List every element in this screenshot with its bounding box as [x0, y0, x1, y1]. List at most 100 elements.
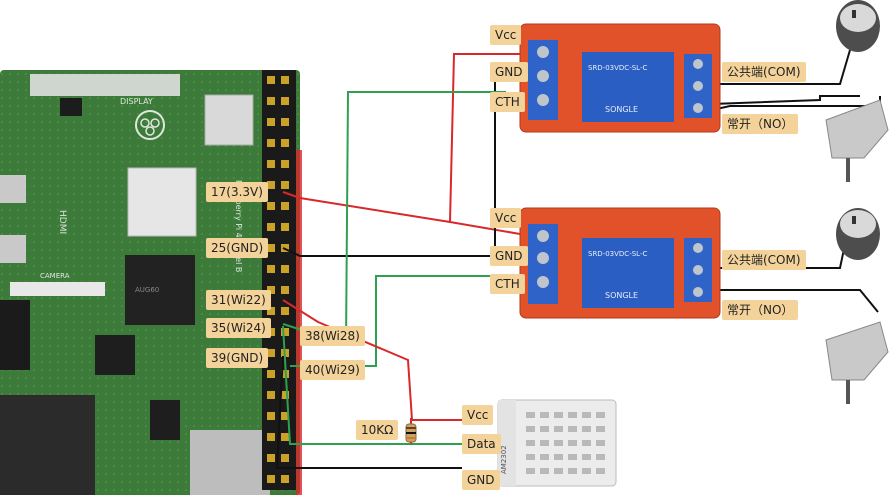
gpio-pin [267, 328, 275, 336]
gpio-pin [267, 160, 275, 168]
gpio-pin [267, 412, 275, 420]
sensor-vent [596, 440, 605, 446]
plug-top-icon [825, 99, 889, 182]
header-edge [296, 150, 302, 495]
relay-module-top: SRD-03VDC-SL-C SONGLE [519, 23, 721, 133]
gpio-pin [281, 391, 289, 399]
relay-bottom-coil [582, 238, 674, 308]
soc-heatspreader [127, 167, 197, 237]
raspberry-pi-board: DISPLAY AUG60 CAMERA HDMI Raspberry Pi 4… [0, 70, 302, 495]
label-pin31: 31(Wi22) [206, 290, 271, 310]
sensor-vent [582, 454, 591, 460]
small-chip [60, 98, 82, 116]
gpio-pin [281, 97, 289, 105]
gpio-pin [281, 286, 289, 294]
label-relay-top-cth: CTH [490, 92, 525, 112]
socket-bottom-icon [836, 208, 880, 260]
gpio-pin [281, 307, 289, 315]
raspberry-logo-icon [135, 110, 165, 140]
label-sensor-gnd: GND [462, 470, 500, 490]
wifi-shield [204, 94, 254, 146]
sensor-vent [554, 426, 563, 432]
label-pin38: 38(Wi28) [300, 326, 365, 346]
gpio-pin [281, 139, 289, 147]
sensor-vent [568, 468, 577, 474]
sensor-vent [526, 468, 535, 474]
sensor-vent [582, 412, 591, 418]
relay-top-coil [582, 52, 674, 122]
wire-39-gnd [275, 355, 462, 469]
relay-top-brand: SONGLE [605, 105, 638, 114]
gpio-pin [267, 433, 275, 441]
usbc-port [0, 175, 26, 203]
sensor-vent [568, 426, 577, 432]
wire-gnd [282, 247, 540, 257]
sensor-vent [526, 440, 535, 446]
gpio-pin [281, 118, 289, 126]
ram-chip-label: AUG60 [135, 286, 159, 294]
audio-jack [0, 300, 30, 370]
camera-connector [10, 282, 105, 296]
wire-3v3 [282, 191, 521, 235]
display-silk: DISPLAY [120, 97, 153, 106]
camera-silk: CAMERA [40, 272, 70, 280]
gpio-pin [267, 286, 275, 294]
gpio-pin [281, 202, 289, 210]
sensor-vent [526, 426, 535, 432]
gpio-pin [281, 160, 289, 168]
micro-hdmi-port [0, 235, 26, 263]
wire-35-data [282, 325, 462, 445]
gpio-pin [267, 97, 275, 105]
pmic-chip [150, 400, 180, 440]
label-pin40: 40(Wi29) [300, 360, 365, 380]
gpio-pins [267, 76, 289, 483]
sensor-vent [568, 454, 577, 460]
gpio-pin [281, 475, 289, 483]
sensor-vent [554, 412, 563, 418]
sensor-vent [540, 440, 549, 446]
wire-31-resistor [282, 299, 462, 421]
sensor-vent [596, 454, 605, 460]
label-relay-top-gnd: GND [490, 62, 528, 82]
label-pin25: 25(GND) [206, 238, 269, 258]
label-relay-bottom-cth: CTH [490, 274, 525, 294]
sensor-vent [568, 440, 577, 446]
ethernet-housing [0, 395, 95, 495]
gpio-pin [267, 76, 275, 84]
relay-bottom-coil-text: SRD-03VDC-SL-C [588, 250, 647, 258]
gpio-pin [267, 223, 275, 231]
relay-top-coil-text: SRD-03VDC-SL-C [588, 64, 647, 72]
gpio-pin [267, 370, 275, 378]
sensor-vent [540, 468, 549, 474]
label-resistor: 10KΩ [356, 420, 399, 440]
dht22-sensor: AM2302 [497, 399, 617, 487]
gpio-pin [281, 265, 289, 273]
label-relay-bottom-no: 常开（NO） [722, 300, 799, 320]
label-pin17: 17(3.3V) [206, 182, 268, 202]
usb-controller-chip [95, 335, 135, 375]
sensor-vent [582, 468, 591, 474]
gpio-pin [281, 433, 289, 441]
gpio-pin [267, 118, 275, 126]
gpio-pin [281, 412, 289, 420]
wire-top-com [712, 49, 851, 85]
label-pin39: 39(GND) [206, 348, 269, 368]
label-relay-bottom-gnd: GND [490, 246, 528, 266]
hdmi-silk: HDMI [57, 210, 67, 234]
gpio-pin [267, 349, 275, 357]
label-relay-top-no: 常开（NO） [722, 114, 799, 134]
gpio-pin [267, 454, 275, 462]
sensor-vent [526, 412, 535, 418]
label-relay-top-vcc: Vcc [490, 25, 522, 45]
gpio-pin [281, 223, 289, 231]
socket-top-icon [836, 0, 880, 52]
sensor-vent [596, 468, 605, 474]
relay-bottom-brand: SONGLE [605, 291, 638, 300]
label-pin35: 35(Wi24) [206, 318, 271, 338]
usb-port-housing [190, 430, 270, 495]
model-silk: Raspberry Pi 4 Model B [234, 180, 243, 272]
label-sensor-vcc: Vcc [462, 405, 494, 425]
resistor-icon [405, 418, 417, 444]
